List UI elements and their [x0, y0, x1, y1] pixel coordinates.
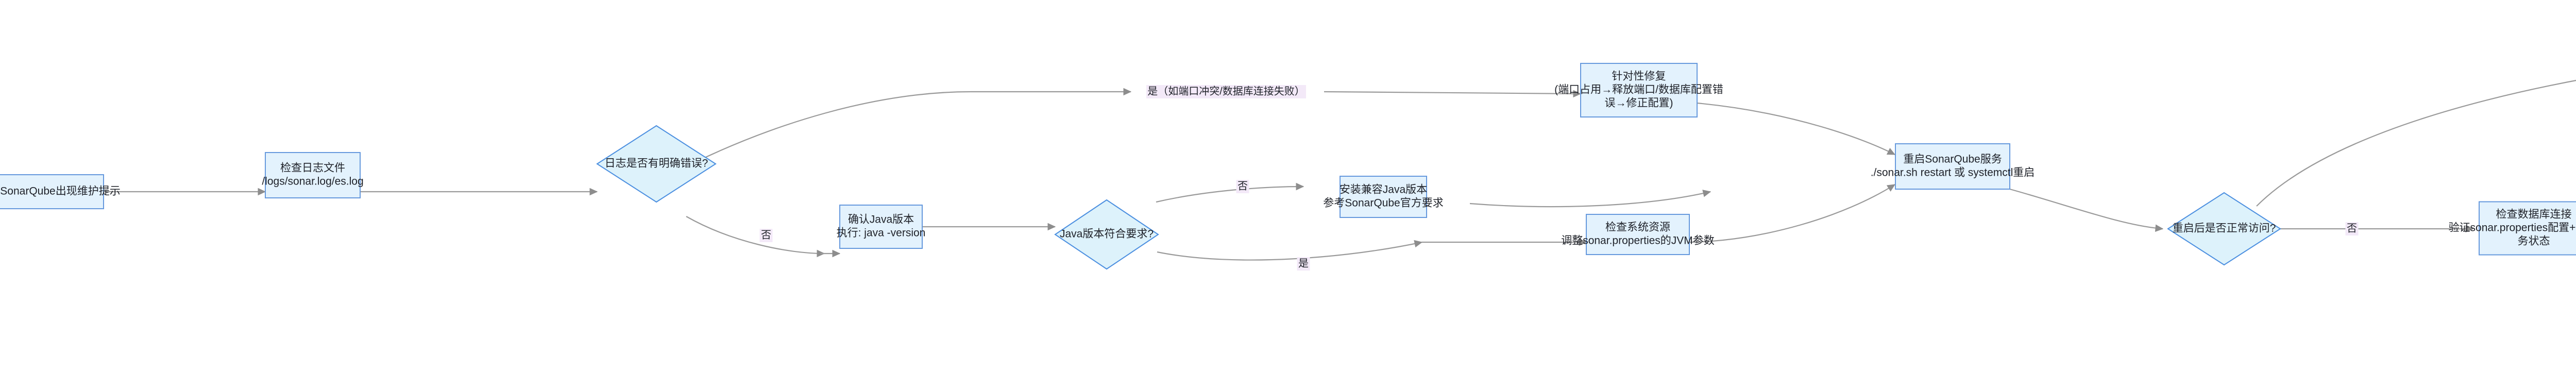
- edge-label-text: 否: [761, 229, 771, 241]
- node-label: 日志是否有明确错误?: [605, 158, 708, 170]
- arrow-head-icon: [1573, 90, 1582, 98]
- node-label: ./sonar.sh restart 或 systemctl重启: [1871, 167, 2035, 179]
- edge-connector: [1156, 186, 1304, 203]
- edge-label: 否: [1236, 180, 1249, 193]
- decision-shape: [1054, 199, 1159, 270]
- node-label: 参考SonarQube官方要求: [1323, 197, 1443, 209]
- process-shape: [265, 152, 361, 198]
- arrow-head-icon: [1047, 223, 1056, 231]
- decision-node[interactable]: 重启后是否正常访问?: [2167, 192, 2281, 266]
- node-label: 确认Java版本: [848, 214, 914, 226]
- process-shape: [1895, 143, 2010, 190]
- edge-label: 否: [759, 229, 773, 242]
- arrow-head-icon: [1123, 88, 1132, 96]
- edge-connector: [1157, 241, 1422, 261]
- edge-label: 否: [2345, 222, 2359, 235]
- node-label: 执行: java -version: [837, 227, 926, 239]
- process-node[interactable]: 访问SonarQube出现维护提示: [0, 174, 121, 209]
- edge-label-background: [2345, 222, 2359, 235]
- node-label: 检查系统资源: [1605, 222, 1670, 233]
- arrow-head-icon: [832, 249, 841, 258]
- node-label: 务状态: [2518, 235, 2550, 247]
- node-label: 误→修正配置): [1605, 97, 1673, 109]
- edge-label-text: 是（如端口冲突/数据库连接失败）: [1147, 85, 1305, 97]
- process-node[interactable]: 检查日志文件/logs/sonar.log/es.log: [262, 152, 364, 198]
- arrow-head-icon: [1886, 184, 1896, 192]
- process-shape: [2479, 201, 2576, 256]
- arrow-head-icon: [1886, 147, 1896, 155]
- arrow-head-icon: [2155, 224, 2164, 232]
- node-label: 验证sonar.properties配置+数据库服: [2449, 222, 2576, 234]
- process-shape: [1580, 63, 1698, 117]
- edge-label-text: 是: [1298, 258, 1309, 269]
- arrow-head-icon: [258, 188, 266, 196]
- decision-shape: [2167, 192, 2281, 266]
- arrow-head-icon: [2465, 225, 2474, 233]
- edge-labels-layer: 是（如端口冲突/数据库连接失败）否否是否否是是否: [759, 85, 2359, 271]
- edge-label-background: [759, 229, 773, 242]
- process-shape: [1340, 176, 1427, 218]
- arrow-head-icon: [589, 188, 598, 196]
- arrow-head-icon: [1579, 238, 1587, 246]
- process-shape: [839, 205, 923, 249]
- edge-label: 是（如端口冲突/数据库连接失败）: [1146, 85, 1306, 98]
- edge-label-text: 否: [2347, 223, 2357, 234]
- node-label: 重启后是否正常访问?: [2173, 223, 2276, 234]
- process-node[interactable]: 重启SonarQube服务 ./sonar.sh restart 或 system…: [1871, 143, 2035, 190]
- edge-label: 是: [1297, 257, 1310, 271]
- node-label: 检查日志文件: [280, 162, 345, 174]
- edge-connector: [685, 91, 1131, 167]
- arrow-head-icon: [1414, 240, 1423, 248]
- edge-connector: [1324, 91, 1581, 95]
- edge-connector: [1469, 191, 1711, 208]
- node-label: 安装兼容Java版本: [1340, 184, 1427, 196]
- node-label: (端口占用→释放端口/数据库配置错: [1554, 84, 1723, 96]
- edge-label-background: [1146, 85, 1306, 98]
- node-label: 针对性修复: [1612, 71, 1666, 82]
- edge-label-background: [1236, 180, 1249, 193]
- edge-connector: [686, 216, 825, 255]
- decision-node[interactable]: 日志是否有明确错误?: [596, 125, 717, 203]
- edge-connector: [1689, 184, 1895, 243]
- node-label: 调整sonar.properties的JVM参数: [1561, 235, 1715, 247]
- decision-node[interactable]: Java版本符合要求?: [1054, 199, 1159, 270]
- decision-shape: [596, 125, 717, 203]
- process-shape: [1586, 214, 1690, 255]
- arrow-head-icon: [1296, 182, 1304, 191]
- node-label: Java版本符合要求?: [1060, 228, 1154, 240]
- edge-label-text: 否: [1238, 180, 1248, 192]
- edges-layer: [104, 79, 2576, 261]
- nodes-layer: 访问SonarQube出现维护提示 检查日志文件/logs/sonar.log/e…: [0, 63, 2576, 270]
- node-label: 重启SonarQube服务: [1903, 154, 2002, 165]
- node-label: 检查数据库连接: [2496, 209, 2572, 221]
- edge-label-background: [1297, 257, 1310, 271]
- edge-connector: [2256, 79, 2576, 207]
- arrow-head-icon: [1702, 190, 1711, 197]
- edge-connector: [1697, 102, 1895, 155]
- node-label: /logs/sonar.log/es.log: [262, 176, 363, 188]
- process-shape: [0, 174, 104, 209]
- node-label: 访问SonarQube出现维护提示: [0, 186, 121, 197]
- edge-connector: [2009, 188, 2163, 230]
